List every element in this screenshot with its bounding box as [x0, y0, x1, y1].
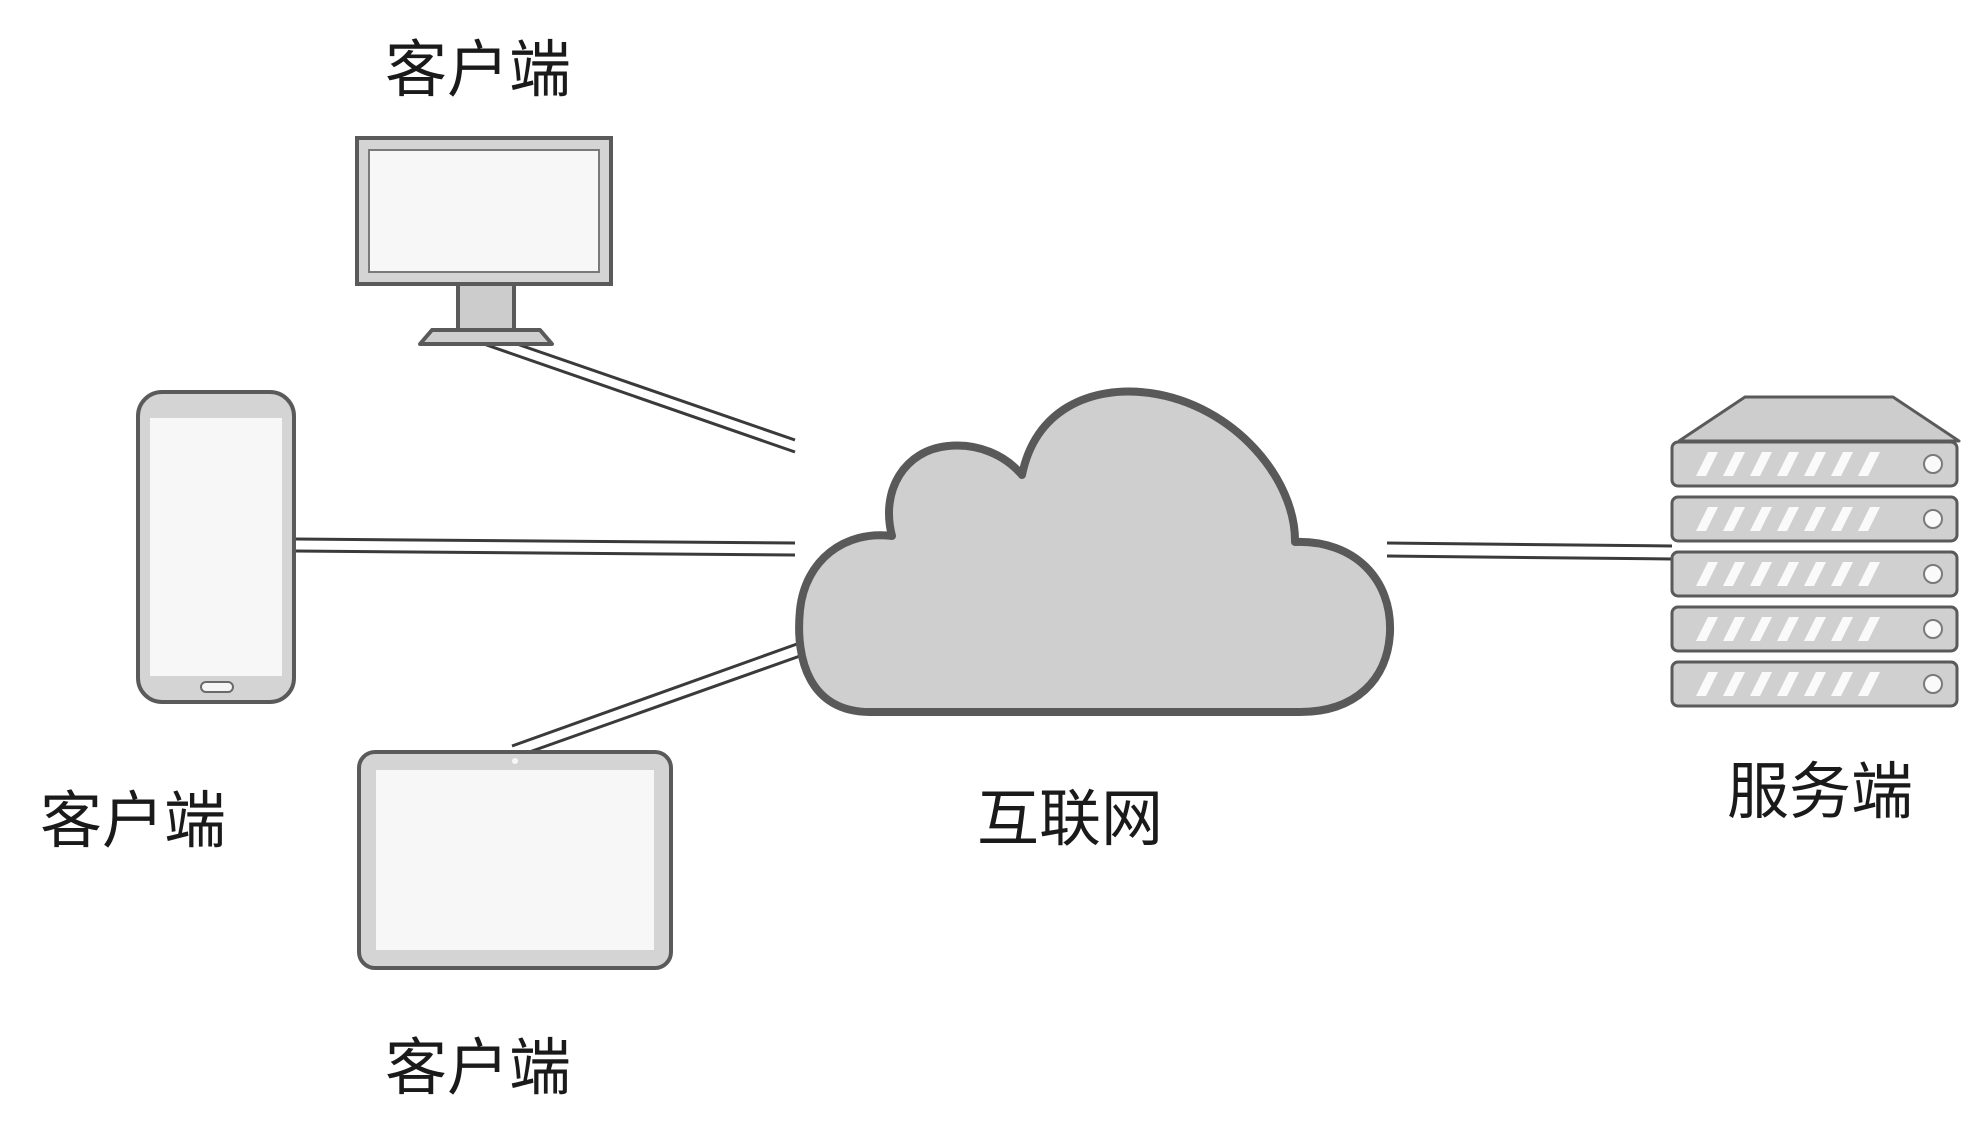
- server-vent-slot: [1696, 452, 1718, 476]
- cloud-icon: [795, 387, 1395, 716]
- server-unit: [1670, 495, 1959, 543]
- server-vent-slot: [1831, 452, 1853, 476]
- internet-label: 互联网: [977, 782, 1163, 855]
- server-vent-slot: [1831, 562, 1853, 586]
- server-vent-slot: [1696, 507, 1718, 531]
- server-vent-slot: [1696, 672, 1718, 696]
- server-status-light-icon: [1923, 674, 1943, 694]
- server-status-light-icon: [1923, 619, 1943, 639]
- server-vent-slot: [1831, 672, 1853, 696]
- server-vent-slot: [1696, 617, 1718, 641]
- server-vent-slot: [1777, 562, 1799, 586]
- server-vent-slot: [1750, 672, 1772, 696]
- server-vent-slot: [1750, 452, 1772, 476]
- desktop-monitor-icon: [355, 136, 613, 346]
- connection-cloud-server: [1386, 541, 1673, 561]
- server-unit: [1670, 660, 1959, 708]
- server-vent-slot: [1723, 617, 1745, 641]
- server-vent-slot: [1696, 562, 1718, 586]
- connection-phone-cloud: [294, 537, 796, 557]
- server-vent-slot: [1777, 672, 1799, 696]
- smartphone-icon: [136, 390, 296, 704]
- server-vent-slot: [1723, 562, 1745, 586]
- client-top-label: 客户端: [385, 33, 571, 106]
- server-unit: [1670, 605, 1959, 653]
- server-vent-slot: [1804, 617, 1826, 641]
- server-vent-slot: [1858, 452, 1880, 476]
- server-vent-slot: [1723, 507, 1745, 531]
- connection-tablet-cloud: [511, 642, 801, 758]
- server-vent-slot: [1723, 672, 1745, 696]
- server-status-light-icon: [1923, 509, 1943, 529]
- server-vent-slot: [1831, 507, 1853, 531]
- server-vent-slot: [1804, 562, 1826, 586]
- server-vent-slot: [1750, 617, 1772, 641]
- server-vent-slot: [1750, 562, 1772, 586]
- server-vent-slot: [1804, 452, 1826, 476]
- server-unit: [1670, 550, 1959, 598]
- tablet-icon: [357, 750, 673, 970]
- server-vent-slot: [1858, 562, 1880, 586]
- server-vent-slot: [1750, 507, 1772, 531]
- client-left-label: 客户端: [40, 784, 226, 857]
- server-label: 服务端: [1727, 755, 1913, 828]
- server-vent-slot: [1804, 507, 1826, 531]
- client-bottom-label: 客户端: [385, 1031, 571, 1104]
- server-vent-slot: [1723, 452, 1745, 476]
- connection-monitor-cloud: [477, 332, 796, 454]
- server-vent-slot: [1831, 617, 1853, 641]
- server-vent-slot: [1858, 672, 1880, 696]
- server-vent-slot: [1804, 672, 1826, 696]
- server-vent-slot: [1777, 507, 1799, 531]
- server-status-light-icon: [1923, 564, 1943, 584]
- server-rack-icon: [1670, 395, 1961, 708]
- server-vent-slot: [1858, 617, 1880, 641]
- server-vent-slot: [1777, 617, 1799, 641]
- server-vent-slot: [1777, 452, 1799, 476]
- server-vent-slot: [1858, 507, 1880, 531]
- server-status-light-icon: [1923, 454, 1943, 474]
- server-unit: [1670, 440, 1959, 488]
